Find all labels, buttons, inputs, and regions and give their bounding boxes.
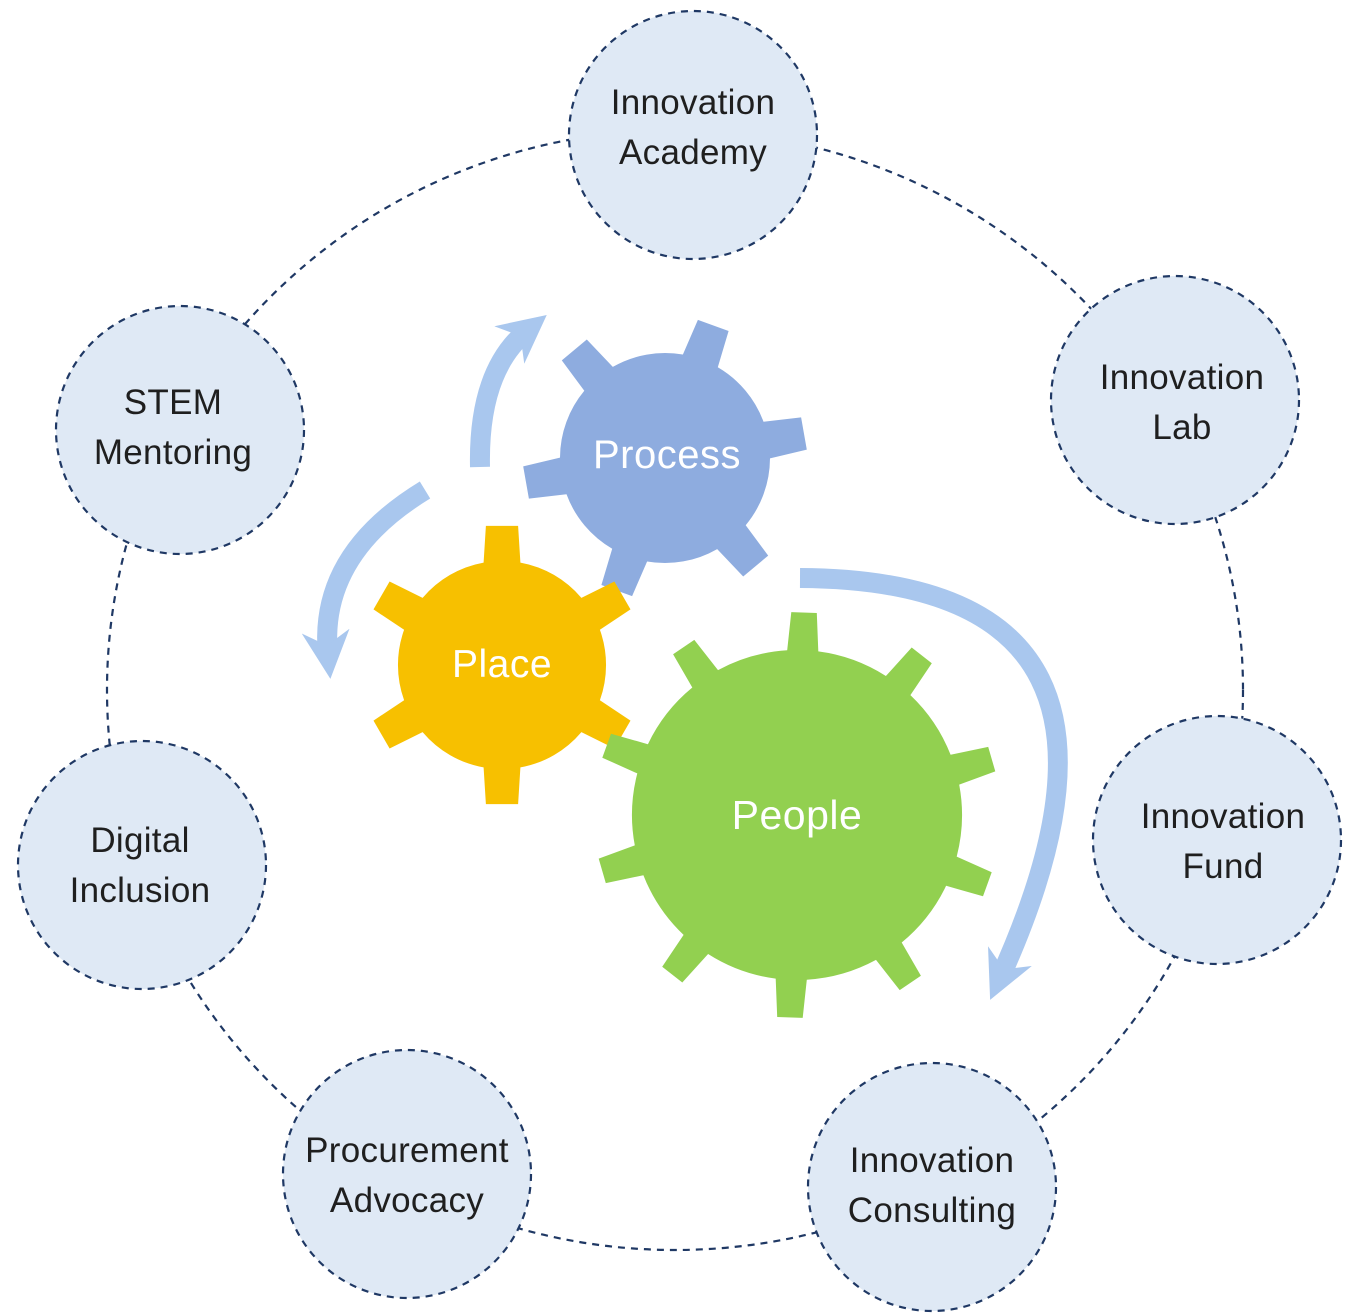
node-circle-innovation-academy [567, 9, 819, 261]
cycle-arrows [301, 314, 1068, 1000]
node-circle-innovation-fund [1091, 714, 1343, 966]
node-circle-innovation-consulting [806, 1061, 1058, 1313]
node-procurement-advocacy: Procurement Advocacy [287, 1126, 527, 1226]
gear-people [598, 612, 996, 1018]
dashed-outer-ring [105, 128, 1245, 1252]
gear-label-people: People [731, 792, 863, 838]
gear-cluster [373, 319, 996, 1018]
outer-nodes [16, 9, 1343, 1313]
node-stem-mentoring: STEM Mentoring [53, 378, 293, 478]
ring-path [105, 128, 1245, 1252]
node-circle-stem-mentoring [54, 304, 306, 556]
node-procurement-advocacy-line2: Advocacy [329, 1181, 485, 1220]
arrow-place-to-process [469, 314, 547, 468]
arrow-process-to-people [799, 568, 1068, 1000]
node-innovation-academy-line2: Academy [619, 133, 767, 172]
node-digital-inclusion: Digital Inclusion [20, 816, 260, 916]
node-innovation-lab: Innovation Lab [1062, 353, 1302, 453]
node-stem-mentoring-line2: Mentoring [93, 433, 253, 472]
node-digital-inclusion-line2: Inclusion [69, 871, 211, 910]
node-innovation-fund-line2: Fund [1182, 847, 1264, 886]
node-innovation-fund-line1: Innovation [1140, 797, 1306, 836]
arrow-process-to-place [301, 481, 431, 679]
node-circle-innovation-lab [1049, 274, 1301, 526]
node-circle-digital-inclusion [16, 739, 268, 991]
node-stem-mentoring-line1: STEM [123, 383, 223, 422]
gear-process [523, 319, 807, 597]
gear-label-process: Process [593, 433, 741, 477]
node-innovation-fund: Innovation Fund [1103, 792, 1343, 892]
node-innovation-consulting-line2: Consulting [847, 1191, 1017, 1230]
node-procurement-advocacy-line1: Procurement [305, 1131, 509, 1170]
node-innovation-academy: Innovation Academy [573, 78, 813, 178]
node-circle-procurement-advocacy [281, 1048, 533, 1300]
node-innovation-consulting-line1: Innovation [849, 1141, 1015, 1180]
node-innovation-consulting: Innovation Consulting [812, 1136, 1052, 1236]
node-digital-inclusion-line1: Digital [90, 821, 190, 860]
node-innovation-academy-line1: Innovation [610, 83, 776, 122]
node-innovation-lab-line1: Innovation [1099, 358, 1265, 397]
gear-place [373, 525, 631, 805]
node-innovation-lab-line2: Lab [1152, 408, 1212, 447]
gear-label-place: Place [451, 643, 553, 686]
